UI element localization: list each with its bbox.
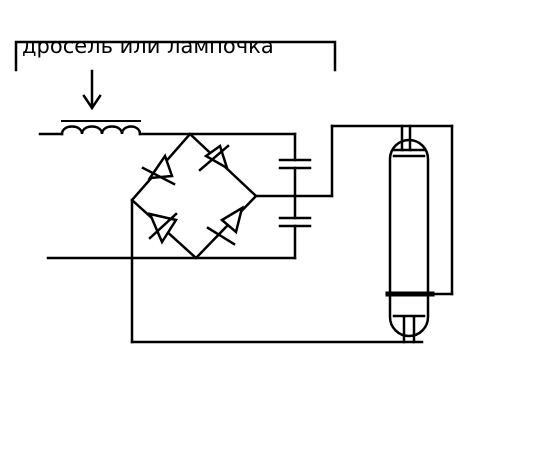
diode-top-right bbox=[200, 146, 228, 170]
pointer-arrow-head bbox=[84, 96, 100, 108]
diode-bridge bbox=[132, 134, 256, 258]
diode-bottom-left bbox=[150, 214, 176, 242]
inductor-choke bbox=[40, 121, 295, 134]
diode-bottom-right bbox=[208, 208, 242, 244]
choke-or-lamp-label: дросель или лампочка bbox=[22, 34, 274, 58]
label-bracket bbox=[16, 42, 335, 70]
capacitor-chain bbox=[280, 134, 310, 258]
fluorescent-lamp bbox=[388, 126, 432, 342]
diode-top-left bbox=[143, 156, 174, 184]
